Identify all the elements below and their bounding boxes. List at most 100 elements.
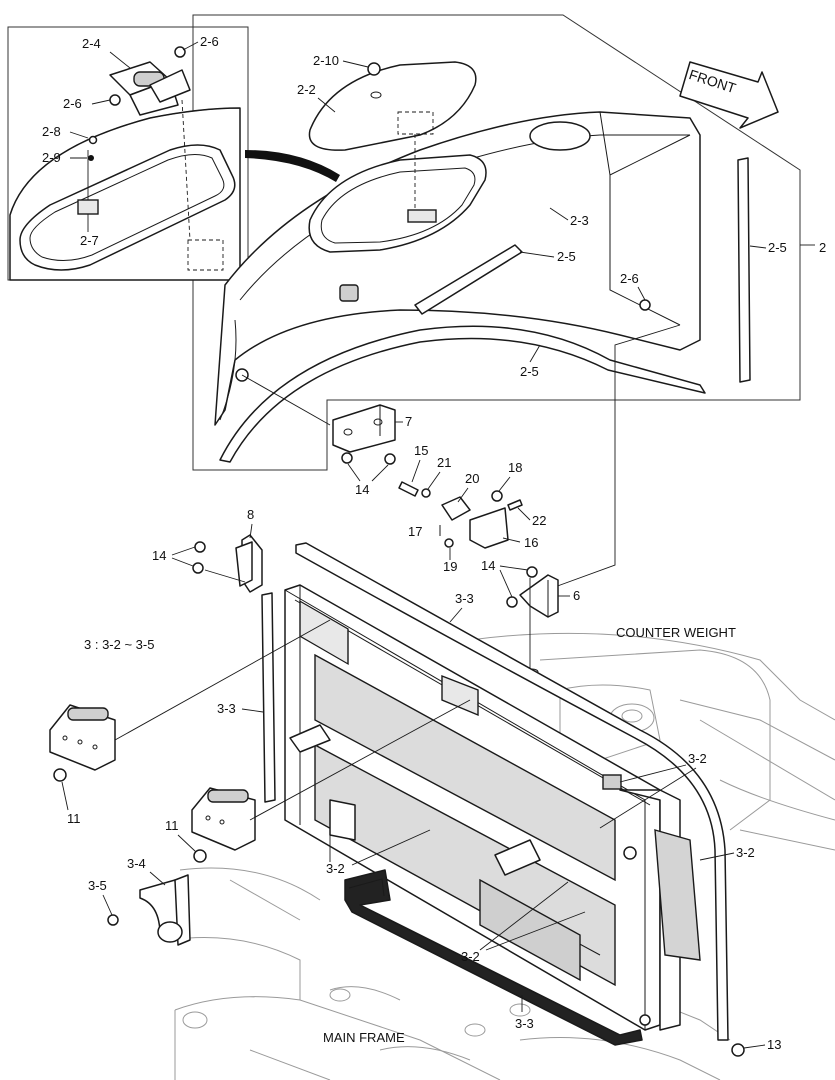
label-2: 2 (819, 240, 826, 255)
label-3-2d: 3-2 (461, 949, 480, 964)
label-3-2a: 3-2 (688, 751, 707, 766)
label-11a: 11 (67, 811, 81, 826)
label-13: 13 (767, 1037, 781, 1052)
bolt-14c-icon (194, 541, 206, 553)
bolt-2-6c-icon (639, 299, 651, 311)
latch-striker (407, 209, 437, 223)
bracket-labels: 8 14 14 6 (152, 507, 580, 603)
nut-21-icon (421, 488, 431, 498)
bolt-2-6b-icon (109, 94, 121, 106)
seal-3-3-top (295, 542, 729, 1041)
label-15: 15 (414, 443, 428, 458)
bracket-8 (235, 534, 263, 593)
seal-2-5-right (737, 157, 751, 383)
label-3-4: 3-4 (127, 856, 146, 871)
engine-hood-2-3 (214, 111, 701, 426)
hinge-2-4-assembly (109, 46, 191, 116)
label-6: 6 (573, 588, 580, 603)
washer-2-9-icon (88, 155, 94, 161)
label-2-5c: 2-5 (520, 364, 539, 379)
screw-2-8-icon (88, 135, 98, 145)
leader-hinge-lower (249, 699, 471, 821)
upper-labels: 2-10 2-2 2-3 2-5 2-5 2 2-6 2-5 (297, 53, 826, 379)
seal-3-3-bottom (344, 869, 643, 1046)
bolt-13-icon (731, 1043, 745, 1057)
bolt-2-10-icon (367, 62, 381, 76)
inset-callout-sweep (245, 150, 340, 182)
bolt-2-6a-icon (174, 46, 186, 58)
label-2-5a: 2-5 (557, 249, 576, 264)
label-2-3: 2-3 (570, 213, 589, 228)
bolt-14e-icon (526, 566, 538, 578)
seal-2-5-lower (219, 325, 706, 463)
label-counter-weight: COUNTER WEIGHT (616, 625, 736, 640)
label-3-2b: 3-2 (736, 845, 755, 860)
bracket-6 (519, 574, 559, 618)
front-direction-arrow: FRONT (679, 61, 779, 129)
sponge-panels-3-2 (289, 653, 701, 1026)
machine-background (169, 632, 835, 1080)
label-2-7: 2-7 (80, 233, 99, 248)
inset-hood-section (9, 99, 241, 281)
pad-upper-mid (441, 674, 479, 717)
screw-3-5-icon (107, 914, 119, 926)
label-14a: 14 (355, 482, 369, 497)
bracket-7 (332, 404, 396, 453)
label-19: 19 (443, 559, 457, 574)
label-2-6c: 2-6 (620, 271, 639, 286)
label-14c: 14 (481, 558, 495, 573)
label-22: 22 (532, 513, 546, 528)
hinge-left-lower (191, 787, 256, 851)
middle-hw-labels: 7 14 15 21 20 18 17 22 16 19 (347, 414, 546, 574)
label-14b: 14 (152, 548, 166, 563)
label-11b: 11 (165, 818, 179, 833)
leader-hinge-upper (114, 619, 331, 741)
pad-upper-left (299, 600, 349, 666)
bolt-11a-icon (53, 768, 67, 782)
bolt-15-icon (398, 481, 419, 497)
bolt-14a-icon (341, 452, 353, 464)
label-20: 20 (465, 471, 479, 486)
label-18: 18 (508, 460, 522, 475)
label-main-frame: MAIN FRAME (323, 1030, 405, 1045)
hinge-left-upper (49, 704, 116, 771)
leader-hood-to-6 (551, 324, 681, 589)
label-2-6a: 2-6 (200, 34, 219, 49)
duct-3-4 (139, 874, 191, 946)
washer-19-icon (444, 538, 454, 548)
label-7: 7 (405, 414, 412, 429)
bolt-14f-icon (506, 596, 518, 608)
group-2-frame (192, 14, 801, 471)
label-16: 16 (524, 535, 538, 550)
label-3-5: 3-5 (88, 878, 107, 893)
label-21: 21 (437, 455, 451, 470)
label-3-range: 3 : 3-2 ~ 3-5 (84, 637, 154, 652)
label-2-5b: 2-5 (768, 240, 787, 255)
bolt-14b-icon (384, 453, 396, 465)
label-8: 8 (247, 507, 254, 522)
label-3-3a: 3-3 (455, 591, 474, 606)
inset-labels: 2-4 2-6 2-6 2-8 2-9 2-7 (42, 34, 219, 248)
bolt-14d-icon (192, 562, 204, 574)
label-3-2c: 3-2 (326, 861, 345, 876)
bolt-11b-icon (193, 849, 207, 863)
seal-3-3-left (261, 592, 276, 803)
lower-labels: 3-3 COUNTER WEIGHT 3 : 3-2 ~ 3-5 3-3 3-2… (61, 591, 781, 1052)
label-2-8: 2-8 (42, 124, 61, 139)
lid-2-2 (308, 61, 477, 210)
label-17: 17 (408, 524, 422, 539)
label-2-4: 2-4 (82, 36, 101, 51)
label-3-3c: 3-3 (515, 1016, 534, 1031)
label-2-10: 2-10 (313, 53, 339, 68)
label-3-3b: 3-3 (217, 701, 236, 716)
label-2-6b: 2-6 (63, 96, 82, 111)
bracket-16 (469, 507, 509, 549)
pin-22-icon (507, 499, 523, 511)
label-2-2: 2-2 (297, 82, 316, 97)
leader-hood-to-7 (241, 374, 331, 426)
label-2-9: 2-9 (42, 150, 61, 165)
inset-latch-2-7 (77, 199, 99, 215)
latch-20 (441, 496, 471, 521)
bolt-18-icon (491, 490, 503, 502)
